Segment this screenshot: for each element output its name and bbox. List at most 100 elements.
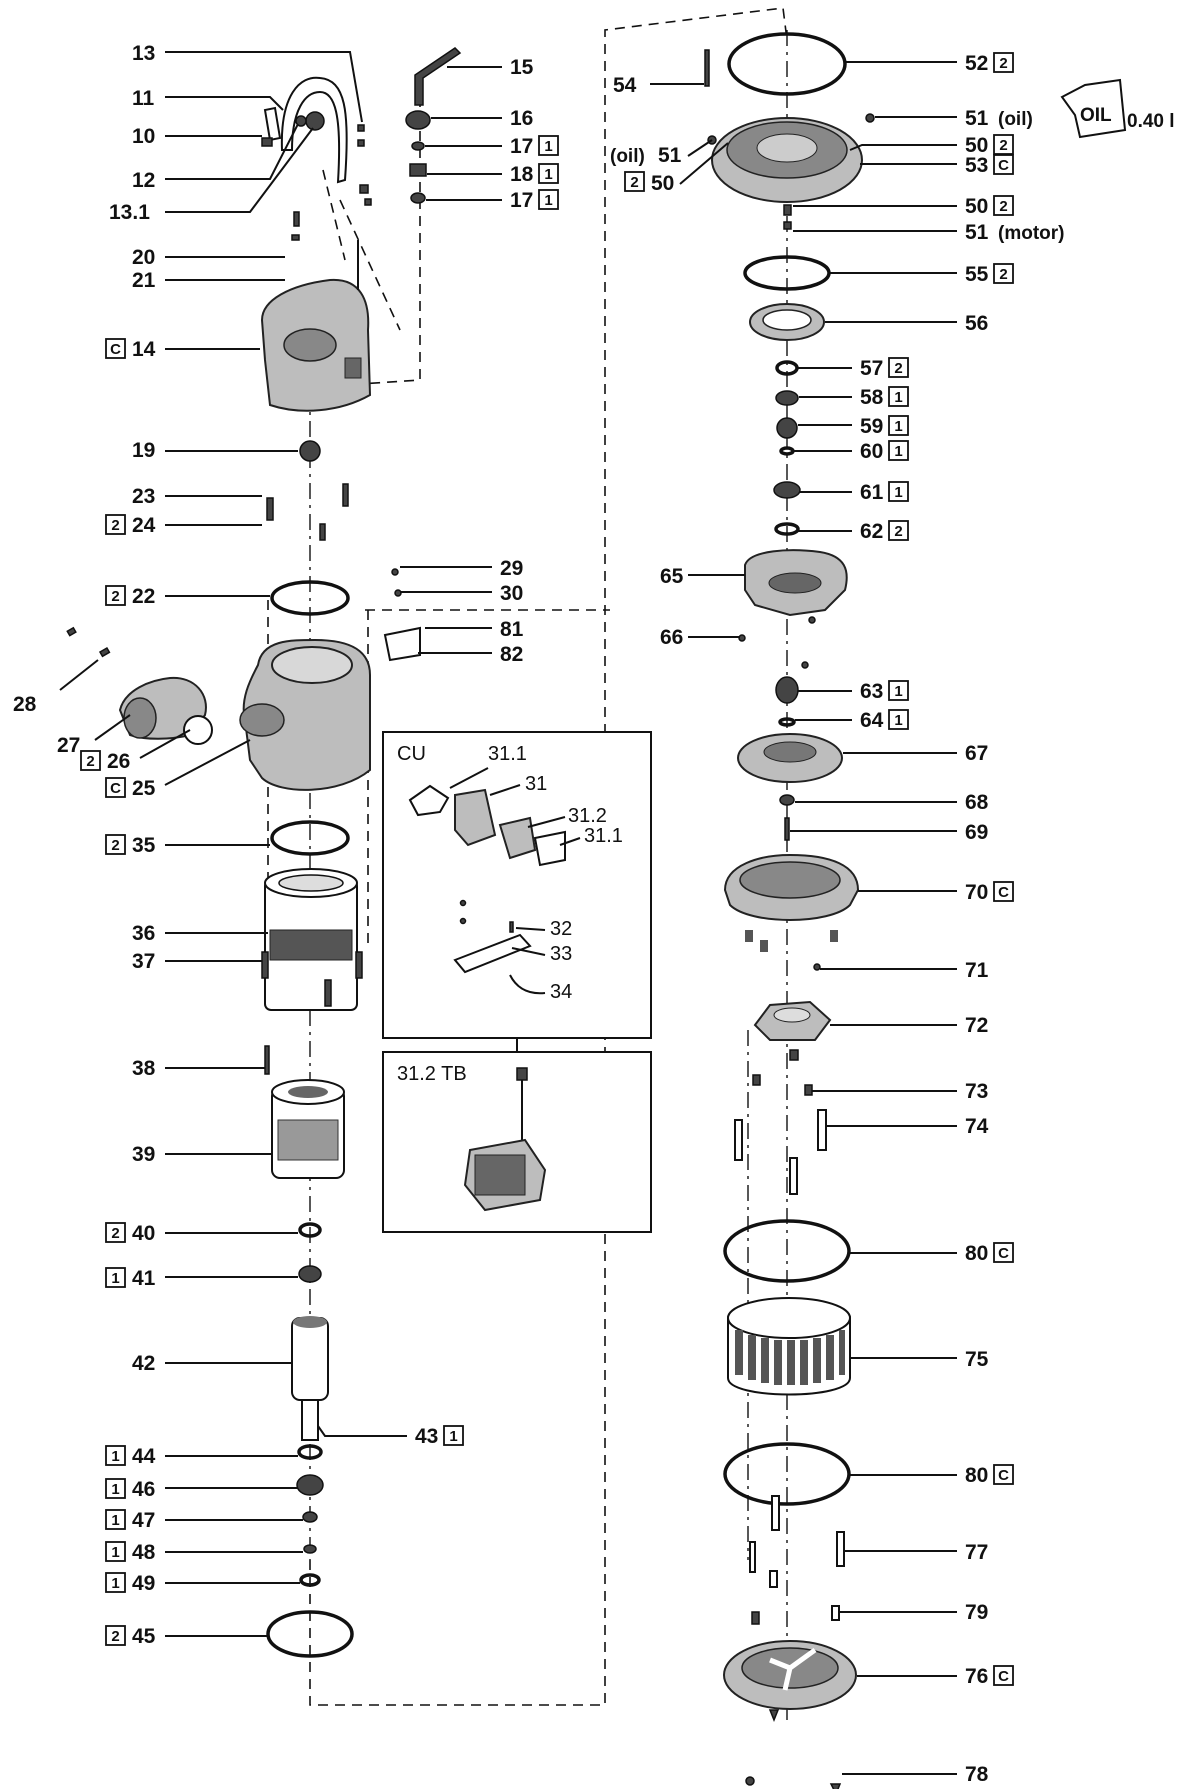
part-number-10: 10 bbox=[132, 125, 155, 148]
part-labels: 1311101213.1202114C1923242222282726225C3… bbox=[13, 42, 1064, 1786]
o-ring-45 bbox=[266, 1610, 354, 1658]
label-49: 491 bbox=[105, 1572, 300, 1595]
leader-line-43 bbox=[317, 1425, 407, 1437]
code-box-50a bbox=[993, 134, 1014, 155]
oil-side-50-number: 50 bbox=[651, 172, 674, 195]
label-47: 47 1 bbox=[105, 1509, 303, 1532]
oil-side-number: 51 bbox=[658, 144, 682, 167]
label-22: 222 bbox=[105, 585, 270, 608]
code-62: 2 bbox=[894, 523, 902, 540]
code-box-63 bbox=[888, 680, 909, 701]
code-47: 1 bbox=[111, 1512, 119, 1529]
cu-label-31-1b: 31.1 bbox=[584, 825, 623, 847]
code-box-80b bbox=[993, 1464, 1014, 1485]
part-number-37: 37 bbox=[132, 950, 155, 973]
label-51b: 51(motor) bbox=[793, 221, 1064, 244]
part-number-39: 39 bbox=[132, 1143, 155, 1166]
code-box-40 bbox=[105, 1222, 126, 1243]
code-64: 1 bbox=[894, 712, 902, 729]
code-35: 2 bbox=[111, 837, 119, 854]
code-box-35 bbox=[105, 834, 126, 855]
seal-56 bbox=[749, 303, 825, 341]
part-number-82: 82 bbox=[500, 643, 523, 666]
code-box-57 bbox=[888, 357, 909, 378]
part-number-48: 48 bbox=[132, 1541, 156, 1564]
foot-78 bbox=[829, 1783, 842, 1789]
label-12: 12 bbox=[132, 123, 299, 192]
label-77: 77 bbox=[845, 1541, 988, 1564]
code-box-76 bbox=[993, 1665, 1014, 1686]
part-number-42: 42 bbox=[132, 1352, 155, 1375]
code-26: 2 bbox=[86, 753, 94, 770]
label-72: 72 bbox=[830, 1014, 988, 1037]
ring-40 bbox=[298, 1222, 322, 1238]
stator-36-37 bbox=[261, 868, 363, 1011]
label-36: 36 bbox=[132, 922, 268, 945]
part-number-35: 35 bbox=[132, 834, 156, 857]
oil-chamber-cover-53 bbox=[707, 113, 875, 230]
part-number-20: 20 bbox=[132, 246, 155, 269]
base-plate-76 bbox=[723, 1640, 857, 1723]
part-number-28: 28 bbox=[13, 693, 37, 716]
code-14: C bbox=[110, 341, 121, 358]
label-10: 10 bbox=[132, 125, 262, 148]
part-number-56: 56 bbox=[965, 312, 988, 335]
leader-line-28 bbox=[59, 659, 99, 691]
leader-line-25 bbox=[164, 739, 251, 786]
screw-20-21 bbox=[291, 211, 300, 241]
handle-assembly bbox=[261, 76, 372, 206]
cu-label-34: 34 bbox=[550, 981, 572, 1003]
part-number-53: 53 bbox=[965, 154, 988, 177]
label-39: 39 bbox=[132, 1143, 272, 1166]
code-box-80a bbox=[993, 1242, 1014, 1263]
code-61: 1 bbox=[894, 484, 902, 501]
label-23: 23 bbox=[132, 485, 262, 508]
part-number-38: 38 bbox=[132, 1057, 156, 1080]
o-ring-52 bbox=[727, 32, 847, 96]
label-42: 42 bbox=[132, 1352, 292, 1375]
oil-can-quantity: 0.40 l bbox=[1127, 111, 1175, 132]
code-57: 2 bbox=[894, 360, 902, 377]
cu-detail-box: CU 31.1 31 31.2 31.1 32 33 34 bbox=[382, 731, 652, 1039]
part-number-63: 63 bbox=[860, 680, 883, 703]
part-number-12: 12 bbox=[132, 169, 155, 192]
code-52: 2 bbox=[999, 55, 1007, 72]
part-number-45: 45 bbox=[132, 1625, 156, 1648]
impeller-67 bbox=[737, 733, 843, 783]
part-number-23: 23 bbox=[132, 485, 155, 508]
part-number-47: 47 bbox=[132, 1509, 155, 1532]
label-46: 461 bbox=[105, 1478, 298, 1501]
code-40: 2 bbox=[111, 1225, 119, 1242]
part-number-14: 14 bbox=[132, 338, 156, 361]
leader-line-26 bbox=[139, 729, 191, 759]
code-80a: C bbox=[998, 1245, 1009, 1262]
label-30: 30 bbox=[400, 582, 523, 605]
code-43: 1 bbox=[449, 1428, 457, 1445]
seal-parts-57-64 bbox=[773, 360, 801, 536]
code-44: 1 bbox=[111, 1448, 119, 1465]
part-number-66: 66 bbox=[660, 626, 683, 649]
code-48: 1 bbox=[111, 1544, 119, 1561]
code-53: C bbox=[998, 157, 1009, 174]
code-box-59 bbox=[888, 415, 909, 436]
part-number-54: 54 bbox=[613, 74, 637, 97]
leader-line-13 bbox=[165, 51, 363, 123]
label-15: 15 bbox=[447, 56, 534, 79]
part-number-21: 21 bbox=[132, 269, 156, 292]
part-number-19: 19 bbox=[132, 439, 155, 462]
part-number-65: 65 bbox=[660, 565, 684, 588]
code-box-17a bbox=[538, 135, 559, 156]
oil-can: OIL 0.40 l bbox=[1060, 78, 1175, 139]
screws-23-24 bbox=[266, 483, 349, 541]
washer-68 bbox=[779, 794, 795, 806]
label-78: 78 bbox=[842, 1763, 989, 1786]
part-number-51b: 51 bbox=[965, 221, 989, 244]
